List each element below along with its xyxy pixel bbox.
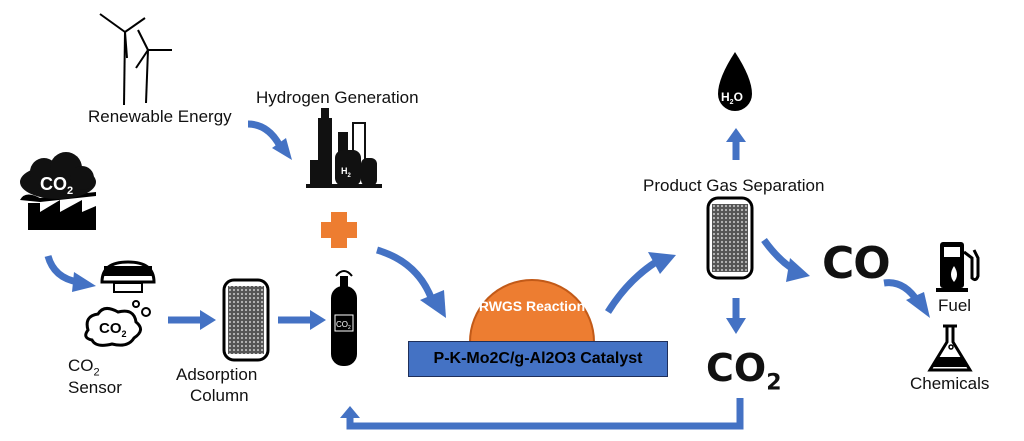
h2o-text: H2O (721, 90, 743, 106)
cylinder-label: CO2 (336, 320, 351, 331)
hydrogen-generation-label: Hydrogen Generation (256, 88, 419, 107)
rwgs-reactor (468, 279, 596, 343)
rwgs-reaction-label: RWGS Reaction (478, 298, 586, 314)
co2-sensor-label-line2: Sensor (68, 378, 122, 397)
fuel-label: Fuel (938, 296, 972, 315)
sensor-cloud-text: CO2 (99, 320, 127, 339)
co2-sensor-label-line1: CO2 (68, 356, 100, 379)
arrow-heads (72, 128, 930, 418)
renewable-energy-label: Renewable Energy (88, 107, 232, 126)
product-gas-separation-label: Product Gas Separation (643, 176, 825, 195)
flow-arrows (44, 120, 921, 430)
factory-cloud-icon (20, 152, 96, 199)
factory-icon (20, 152, 96, 230)
factory-cloud-text: CO2 (40, 174, 73, 197)
co2-sensor-icon (84, 260, 156, 347)
catalyst-bar: P-K-Mo2C/g-Al2O3 Catalyst (408, 341, 668, 377)
adsorption-column-label-line2: Column (190, 386, 249, 405)
co2-recycle-label: CO2 (706, 346, 782, 396)
adsorption-column-icon (222, 278, 270, 362)
h2-tank-label: H2 (341, 166, 352, 179)
wind-turbine-icon (99, 13, 172, 106)
separation-column-icon (706, 196, 754, 280)
gas-cylinder-icon (331, 270, 357, 366)
plus-icon (321, 212, 357, 248)
flask-icon (927, 324, 973, 372)
hydrogen-plant-icon (306, 108, 382, 188)
adsorption-column-label-line1: Adsorption (176, 365, 258, 384)
water-drop-icon (718, 52, 752, 111)
fuel-pump-icon (936, 242, 980, 292)
chemicals-label: Chemicals (910, 374, 990, 393)
co-product-label: CO (822, 238, 891, 289)
